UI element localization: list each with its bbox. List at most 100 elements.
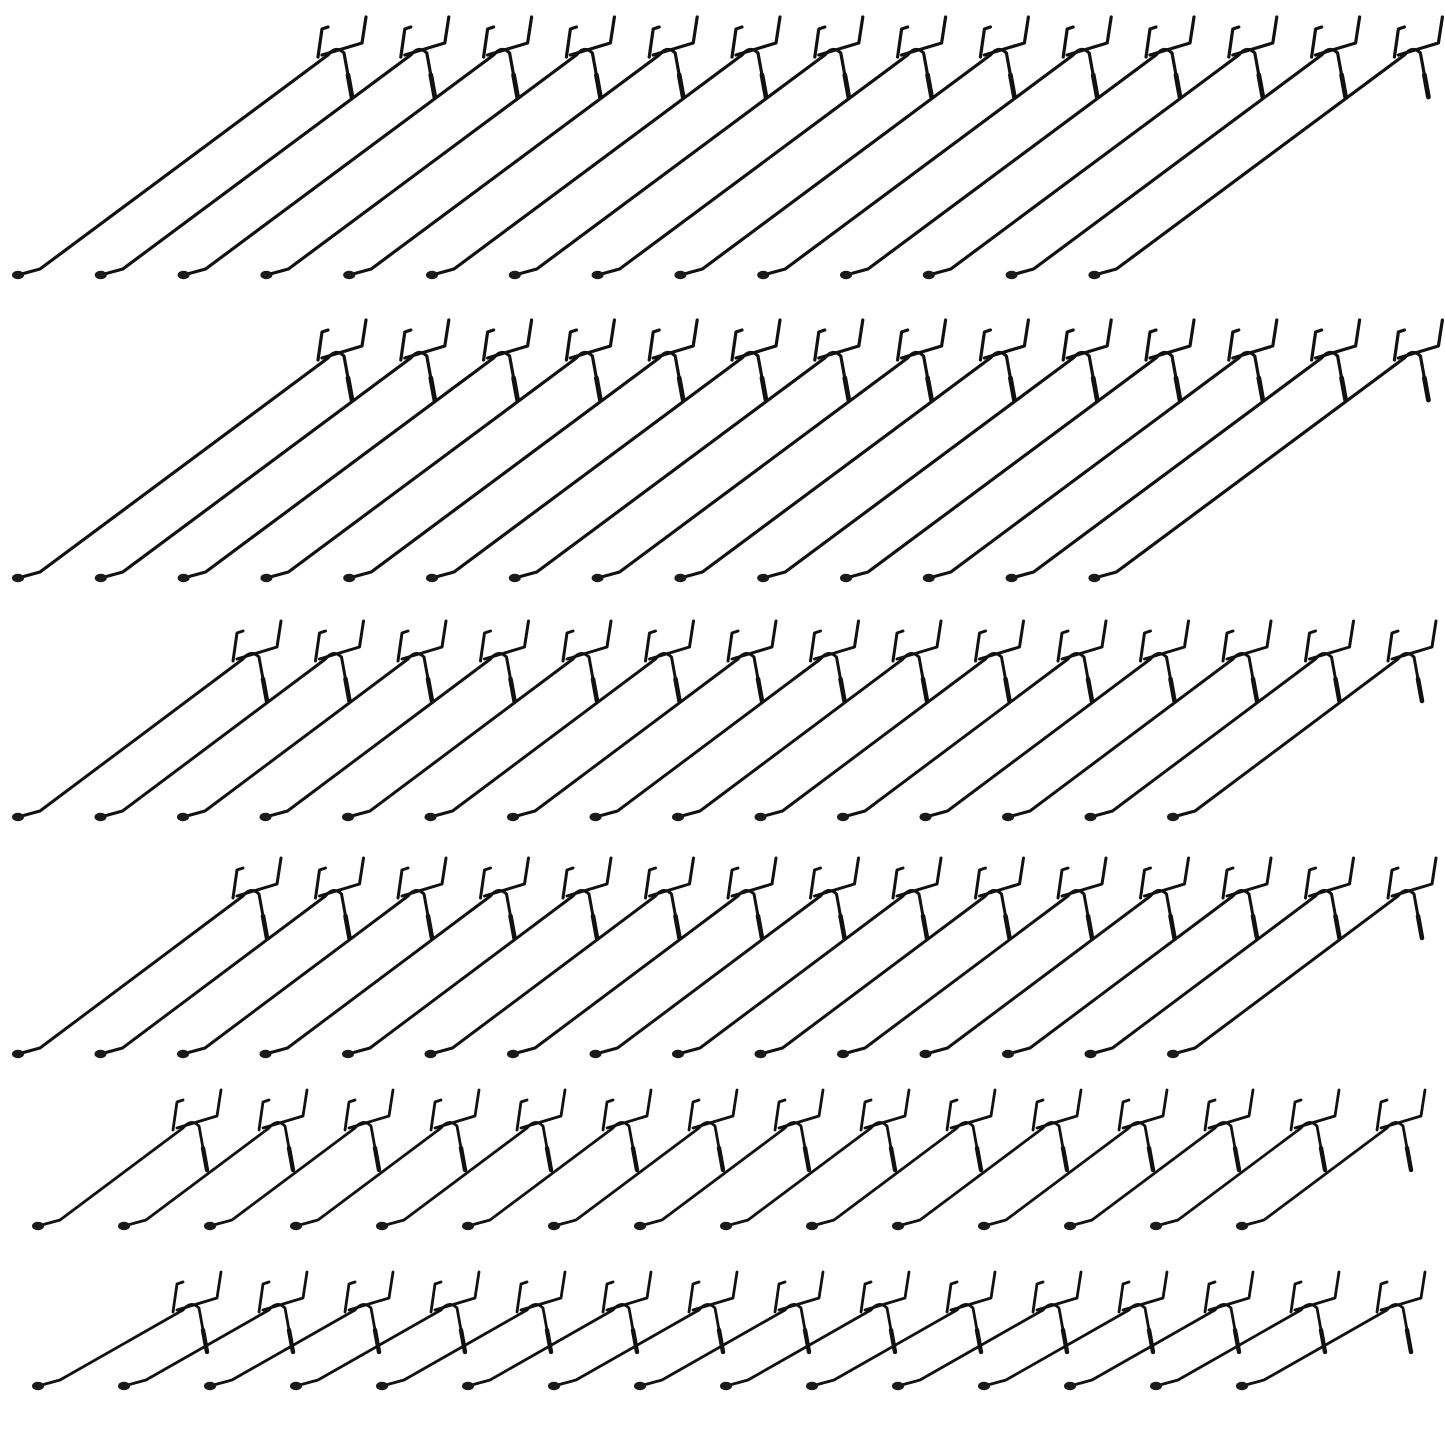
pegboard-hook: [1167, 856, 1438, 1059]
hook-peg: [630, 1327, 640, 1355]
hook-bracket: [1056, 619, 1108, 663]
hook-tip: [978, 1221, 990, 1231]
hook-peg: [343, 676, 352, 704]
hook-bracket: [813, 15, 865, 59]
pegboard-hook: [1084, 856, 1355, 1059]
hook-bracket: [171, 1270, 223, 1314]
hook-bracket: [1203, 1088, 1255, 1132]
hook-peg: [920, 913, 930, 941]
pegboard-hook: [548, 1270, 739, 1391]
hook-peg: [755, 913, 765, 941]
hook-bracket: [647, 318, 699, 362]
hook-tip: [840, 270, 852, 280]
pegboard-hook: [177, 15, 534, 280]
hook-tip: [260, 573, 273, 583]
hook-bracket: [644, 856, 695, 900]
hook-peg: [925, 375, 934, 403]
hook-bracket: [1221, 619, 1273, 663]
hook-tip: [674, 270, 687, 280]
pegboard-hook: [591, 15, 948, 280]
hook-peg: [759, 375, 769, 403]
pegboard-hook: [259, 856, 530, 1059]
hook-peg: [842, 72, 852, 100]
hook-peg: [1333, 676, 1342, 704]
hook-tip: [837, 1049, 849, 1059]
hook-bracket: [1117, 1270, 1169, 1314]
hook-peg: [838, 913, 847, 941]
hook-peg: [716, 1145, 726, 1173]
pegboard-hook: [1002, 619, 1273, 822]
pegboard-hook: [32, 1088, 223, 1231]
hook-peg: [425, 913, 435, 941]
hook-peg: [345, 72, 355, 100]
pegboard-hook: [806, 1270, 997, 1391]
hook-bracket: [730, 318, 782, 362]
hook-peg: [1146, 1327, 1156, 1355]
hook-tip: [12, 812, 24, 822]
hook-tip: [922, 270, 935, 280]
hook-tip: [1150, 1221, 1162, 1231]
pegboard-hook: [260, 318, 616, 583]
hook-bracket: [1139, 619, 1190, 663]
hook-bracket: [561, 619, 613, 663]
hook-peg: [372, 1145, 382, 1173]
hooks-layer: [12, 15, 1444, 1391]
hook-tip: [507, 812, 519, 822]
hook-tip: [1150, 1381, 1162, 1391]
pegboard-hook: [424, 856, 695, 1059]
hook-tip: [342, 812, 354, 822]
pegboard-hook: [118, 1270, 309, 1391]
hook-tip: [426, 270, 438, 280]
hook-tip: [892, 1381, 904, 1391]
hook-bracket: [343, 1270, 395, 1314]
hook-peg: [508, 676, 517, 704]
pegboard-hook: [840, 318, 1196, 583]
hook-peg: [673, 913, 682, 941]
hook-tip: [634, 1381, 646, 1391]
hook-peg: [1232, 1145, 1242, 1173]
hook-peg: [1146, 1145, 1156, 1173]
hook-peg: [1085, 913, 1095, 941]
hook-bracket: [515, 1088, 567, 1132]
hook-bracket: [773, 1088, 825, 1132]
hook-bracket: [231, 856, 283, 900]
hook-tip: [672, 1049, 684, 1059]
hook-peg: [716, 1327, 726, 1355]
pegboard-hook: [757, 15, 1113, 280]
hook-bracket: [974, 619, 1025, 663]
hook-peg: [1060, 1327, 1070, 1355]
hook-peg: [1173, 72, 1183, 100]
pegboard-hook: [260, 15, 616, 280]
pegboard-hook: [674, 15, 1030, 280]
hook-tip: [1064, 1221, 1076, 1231]
hook-peg: [343, 913, 352, 941]
hook-peg: [838, 676, 847, 704]
hook-bracket: [1310, 15, 1362, 59]
hook-bracket: [396, 619, 448, 663]
hook-bracket: [726, 619, 778, 663]
pegboard-hook: [507, 856, 778, 1059]
pegboard-hook: [840, 15, 1196, 280]
hook-tip: [177, 270, 190, 280]
hook-bracket: [945, 1088, 997, 1132]
pegboard-hook: [1236, 1270, 1427, 1391]
hook-bracket: [896, 15, 948, 59]
pegboard-hook: [1150, 1088, 1341, 1231]
hook-peg: [802, 1327, 812, 1355]
hook-bracket: [314, 619, 365, 663]
hook-bracket: [316, 15, 368, 59]
hook-peg: [1003, 676, 1012, 704]
hook-bracket: [1375, 1270, 1427, 1314]
pegboard-hook: [1005, 318, 1362, 583]
hook-tip: [118, 1221, 130, 1231]
hook-peg: [260, 676, 270, 704]
pegboard-hook: [342, 619, 613, 822]
hook-peg: [888, 1145, 898, 1173]
hook-peg: [260, 913, 270, 941]
hook-bracket: [1386, 619, 1438, 663]
pegboard-hook: [94, 856, 365, 1059]
pegboard-hook: [204, 1270, 395, 1391]
hook-bracket: [314, 856, 365, 900]
pegboard-hook: [672, 619, 943, 822]
hook-peg: [1333, 913, 1342, 941]
